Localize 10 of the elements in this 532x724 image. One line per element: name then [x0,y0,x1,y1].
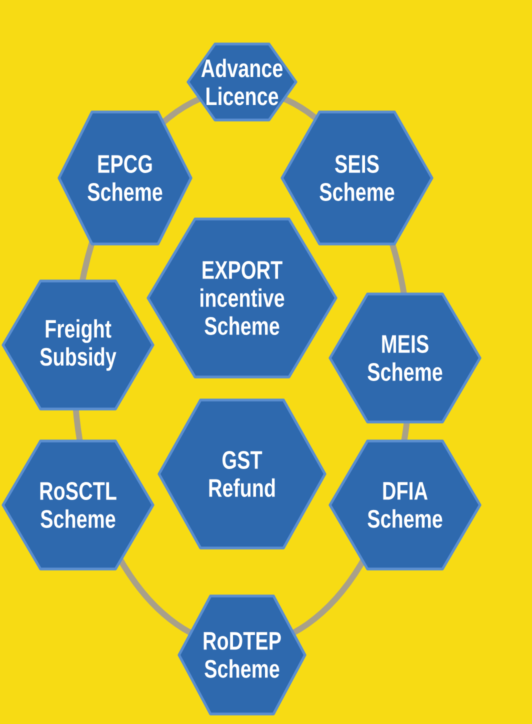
hexagon: Freight Subsidy [2,280,154,410]
hexagon: DFIA Scheme [328,440,482,570]
hexagon: MEIS Scheme [328,292,482,424]
hexagon: RoSCTL Scheme [2,440,154,570]
hexagon: RoDTEP Scheme [178,594,306,716]
hexagon: GST Refund [158,398,326,550]
hexagon: SEIS Scheme [280,110,434,246]
hexagon: EXPORT incentive Scheme [146,218,338,378]
hexagon: Advance Licence [186,42,298,122]
hexagon: EPCG Scheme [58,110,192,246]
